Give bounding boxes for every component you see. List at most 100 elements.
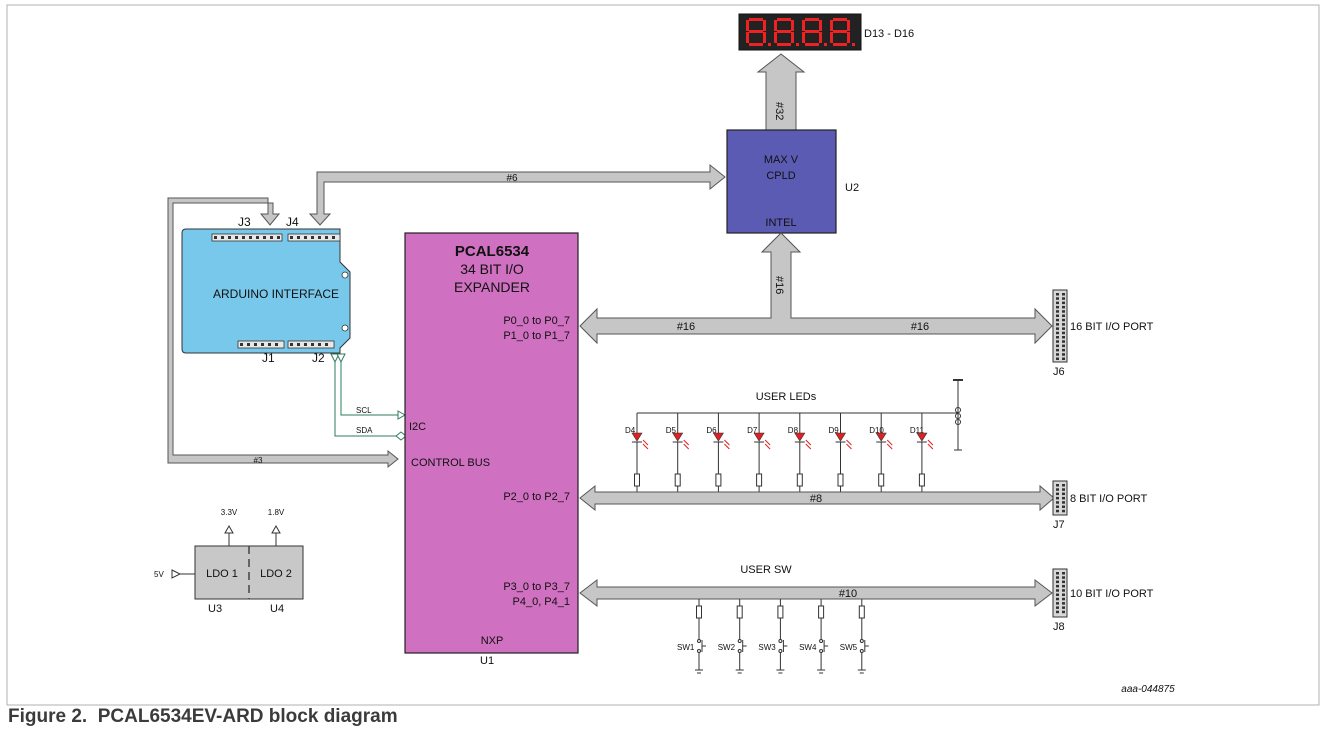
cpld-line2: CPLD xyxy=(766,170,795,182)
header-pin xyxy=(261,343,264,346)
display-segment xyxy=(802,32,805,43)
connector-pin xyxy=(1056,310,1059,313)
connector-pin xyxy=(1062,331,1065,335)
header-pin xyxy=(277,236,280,239)
header-pins xyxy=(214,236,335,346)
led-ray xyxy=(846,439,852,446)
connector-pin xyxy=(1056,593,1059,596)
sw-contact xyxy=(819,639,824,643)
header-pin xyxy=(318,343,321,346)
header-pin xyxy=(290,236,293,239)
connector-pin xyxy=(1056,357,1059,360)
header-pin xyxy=(311,343,314,346)
led-label: D7 xyxy=(747,426,758,435)
sw-contact xyxy=(697,639,701,643)
display-segment xyxy=(805,30,819,33)
display-segment xyxy=(749,43,763,46)
port8-label: 8 BIT I/O PORT xyxy=(1070,493,1148,505)
sw-contact xyxy=(737,639,742,643)
display-segment xyxy=(749,18,763,21)
led-ray xyxy=(642,439,649,446)
port-p4-label: P4_0, P4_1 xyxy=(513,596,571,608)
connector-pin xyxy=(1062,327,1065,330)
port16-ref: J6 xyxy=(1053,366,1065,378)
connector-pin xyxy=(1056,606,1059,609)
connector-pin xyxy=(1056,484,1059,487)
header-pin xyxy=(256,236,259,239)
connector-pin xyxy=(1062,488,1065,491)
u3-label: U3 xyxy=(208,603,222,615)
connector-pin xyxy=(1056,327,1059,330)
sw-label: SW4 xyxy=(799,643,817,652)
header-pin xyxy=(242,236,245,239)
port-p3-label: P3_0 to P3_7 xyxy=(503,581,570,593)
led-diode xyxy=(753,432,765,442)
v33-label: 3.3V xyxy=(221,508,238,517)
led-ray xyxy=(805,439,812,446)
connector-pin xyxy=(1056,301,1059,305)
header-pin xyxy=(311,236,314,239)
connector-pin xyxy=(1056,323,1059,326)
connector-pin xyxy=(1062,357,1065,360)
led-resistor xyxy=(878,473,885,487)
connector-pin xyxy=(1056,584,1059,588)
sw-contact xyxy=(778,639,783,643)
expander-block xyxy=(404,232,579,654)
j1-label: J1 xyxy=(262,351,275,365)
connector-pin xyxy=(1062,580,1065,584)
connector-pin xyxy=(1056,580,1059,584)
arduino-label: ARDUINO INTERFACE xyxy=(213,287,339,301)
bus-16-up-label: #16 xyxy=(773,276,785,294)
arduino-board-outline xyxy=(181,228,351,354)
expander-line1: 34 BIT I/O xyxy=(460,261,524,277)
sw-resistor xyxy=(777,605,784,619)
display-segment xyxy=(819,32,822,43)
display-segment xyxy=(774,32,777,43)
display-segment xyxy=(833,18,847,21)
connector-pin xyxy=(1062,323,1065,326)
header-pin xyxy=(297,343,300,346)
led-ray xyxy=(927,443,934,450)
led-resistor xyxy=(674,473,681,487)
connector-pin xyxy=(1056,331,1059,335)
connector-pin xyxy=(1056,496,1059,500)
connector-pin xyxy=(1056,610,1059,614)
connector-pin xyxy=(1056,597,1059,601)
bus-6-arrow xyxy=(308,163,726,226)
led-resistor xyxy=(796,473,803,487)
connector-pin xyxy=(1056,589,1059,592)
led-ray xyxy=(805,443,812,450)
port10-ref: J8 xyxy=(1053,621,1065,633)
connector-pin xyxy=(1062,584,1065,588)
bus-3-label: #3 xyxy=(254,456,263,465)
i2c-label: I2C xyxy=(409,421,426,433)
port-p0-label: P0_0 to P0_7 xyxy=(503,315,570,327)
display-segment xyxy=(847,20,850,31)
header-pin xyxy=(304,236,307,239)
connector-pin xyxy=(1056,297,1059,300)
connector-pin xyxy=(1056,488,1059,491)
connector-pin xyxy=(1062,305,1065,309)
connector-j8 xyxy=(1052,568,1068,618)
connector-pin xyxy=(1062,505,1065,508)
header-pin xyxy=(263,236,266,239)
connector-pin xyxy=(1062,293,1065,296)
sw-label: SW2 xyxy=(718,643,736,652)
display-segment xyxy=(777,18,791,21)
display-segment xyxy=(805,18,819,21)
led-diode xyxy=(916,432,928,442)
j2-label: J2 xyxy=(312,351,325,365)
header-pin xyxy=(228,236,231,239)
ldo1-label: LDO 1 xyxy=(206,568,238,580)
header-pin xyxy=(318,236,321,239)
connector-pin xyxy=(1056,576,1059,579)
connector-pin xyxy=(1062,492,1065,496)
cpld-maker: INTEL xyxy=(765,217,796,229)
j3-label: J3 xyxy=(238,215,251,229)
connector-pin xyxy=(1062,496,1065,500)
seven-segment-display xyxy=(738,13,862,51)
led-ray xyxy=(764,443,771,450)
sw-resistor xyxy=(736,605,743,619)
ldo2-label: LDO 2 xyxy=(260,568,292,580)
header-pin xyxy=(235,236,238,239)
